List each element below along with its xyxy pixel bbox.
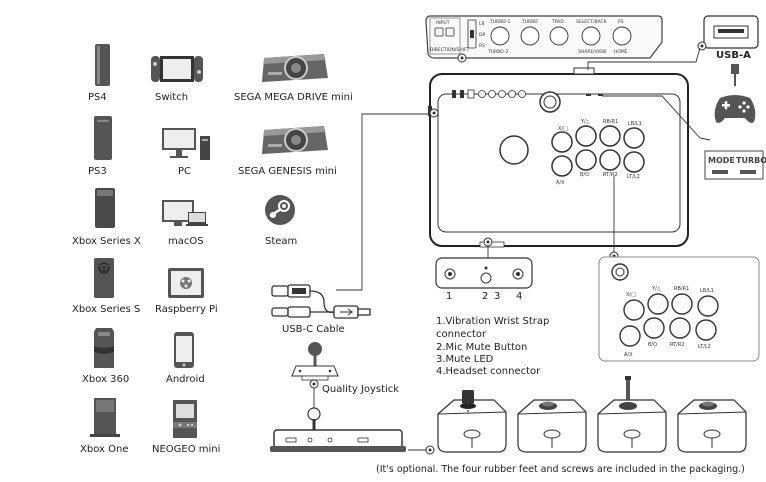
turbo-button[interactable] [520,26,540,46]
footnote: (It's optional. The four rubber feet and… [376,464,745,475]
top-panel-marker-icon [457,53,467,63]
gamepad-icon [714,95,756,123]
ps4-icon [95,44,110,86]
top-sublabel-home: HOME [614,49,628,55]
main-label-lt: LT/L2 [627,174,640,180]
top-label-ps: PS [618,19,624,25]
legend-line-2: connector [436,329,487,340]
steam-icon [265,195,295,225]
joystick-label: Quality Joystick [322,384,400,395]
usb-plug-icon [731,64,739,86]
switch-label-dp: DP [479,32,485,38]
detail-label-y: Y/△ [651,286,661,292]
pc-icon [162,128,210,160]
platform-label-ps3: PS3 [88,166,107,177]
detail-label-lt: LT/L2 [698,344,711,350]
platform-label-xbox-one: Xbox One [80,444,129,455]
platform-label-sega-mega-drive: SEGA MEGA DRIVE mini [234,92,353,103]
platform-label-steam: Steam [265,236,298,247]
turbo1-button[interactable] [490,26,510,46]
platform-label-xbox-360: Xbox 360 [82,374,130,385]
sega-genesis-icon [262,126,328,154]
platform-label-xbox-series-x: Xbox Series X [72,236,141,247]
legend-line-5: 4.Headset connector [436,366,541,377]
android-icon [174,332,194,368]
sega-mega-drive-icon [262,54,328,82]
platform-label-android: Android [166,374,205,385]
ps3-icon [94,116,112,160]
switch-label-ls: LS [479,21,485,27]
main-label-rt: RT/R2 [603,172,618,178]
mode-turbo-panel [704,150,764,180]
connector-number-4: 4 [516,291,523,302]
platform-label-raspberry-pi: Raspberry Pi [155,304,218,315]
fightstick-top-view: X/□ Y/△ RB/R1 LB/L1 A/X B/O RT/R2 LT/L2 [428,67,689,248]
turbo-label: TURBO [736,156,766,165]
joystick-marker-icon [309,379,319,389]
legend-line-3: 2.Mic Mute Button [436,342,528,353]
platform-label-switch: Switch [155,92,189,103]
xbox-360-icon [94,328,114,368]
buttons-detail-panel: X/□ Y/△ RB/R1 LB/L1 A/X B/O RT/R2 LT/L2 [598,256,760,362]
rubber-feet-steps [437,376,747,453]
neogeo-mini-icon [173,400,197,438]
main-label-rb: RB/R1 [603,119,618,125]
main-label-y: Y/△ [580,119,590,125]
platform-label-ps4: PS4 [88,92,107,103]
connector-number-3: 3 [494,291,501,302]
detail-label-b: B/O [648,342,657,348]
raspberry-pi-icon [168,268,204,298]
mode-label: MODE [708,156,735,165]
tpad-button[interactable] [549,26,569,46]
front-connector-panel [435,257,533,289]
switch-label-rs: RS [479,43,485,49]
main-label-x: X/□ [558,126,568,132]
ps-home-button[interactable] [612,26,632,46]
switch-icon [151,56,203,82]
main-label-lb: LB/L1 [628,121,642,127]
platform-label-neogeo-mini: NEOGEO mini [152,444,221,455]
xbox-series-x-icon [95,188,115,228]
side-view-leader [408,449,426,451]
detail-label-x: X/□ [626,292,636,298]
main-button-cluster [551,125,645,177]
detail-label-lb: LB/L1 [700,288,714,294]
platform-label-pc: PC [178,166,192,177]
legend-line-1: 1.Vibration Wrist Strap [436,316,550,327]
platform-label-sega-genesis: SEGA GENESIS mini [238,166,337,177]
main-label-a: A/X [556,180,565,186]
detail-label-a: A/X [624,352,633,358]
joystick-icon [291,342,339,381]
detail-label-rt: RT/R2 [670,342,685,348]
top-label-input: INPUT [436,20,450,26]
select-button[interactable] [581,26,601,46]
usb-c-cable-icon [271,284,371,319]
top-sublabel-turbo2: TURBO-2 [487,49,508,55]
xbox-series-s-icon [94,258,114,298]
main-label-b: B/O [580,172,589,178]
top-sublabel-share: SHARE/VIEW [578,49,607,55]
connector-marker-icon [483,237,493,247]
top-label-turbo: TURBO [521,19,538,25]
fightstick-side-view [270,407,406,452]
usb-c-label: USB-C Cable [282,324,345,335]
top-label-select: SELECT/BACK [576,19,608,25]
usb-a-port-icon [703,15,759,49]
connector-number-2: 2 [482,291,489,302]
platform-label-macos: macOS [168,236,204,247]
top-label-turbo1: TURBO-1 [489,19,510,25]
macos-icon [162,200,208,226]
platform-label-xbox-series-s: Xbox Series S [72,304,141,315]
top-function-panel: INPUT DIRECTION/SHIFT LS DP RS TURBO-1 T… [425,15,663,59]
legend-line-4: 3.Mute LED [436,354,494,365]
xbox-one-icon [90,398,120,437]
usb-a-label: USB-A [716,50,751,61]
usb-c-marker-icon [429,108,439,118]
top-label-tpad: TPAD [551,19,564,25]
top-sublabel-direction: DIRECTION/SHIFT [430,47,469,53]
connector-number-1: 1 [446,291,453,302]
detail-label-rb: RB/R1 [674,286,689,292]
